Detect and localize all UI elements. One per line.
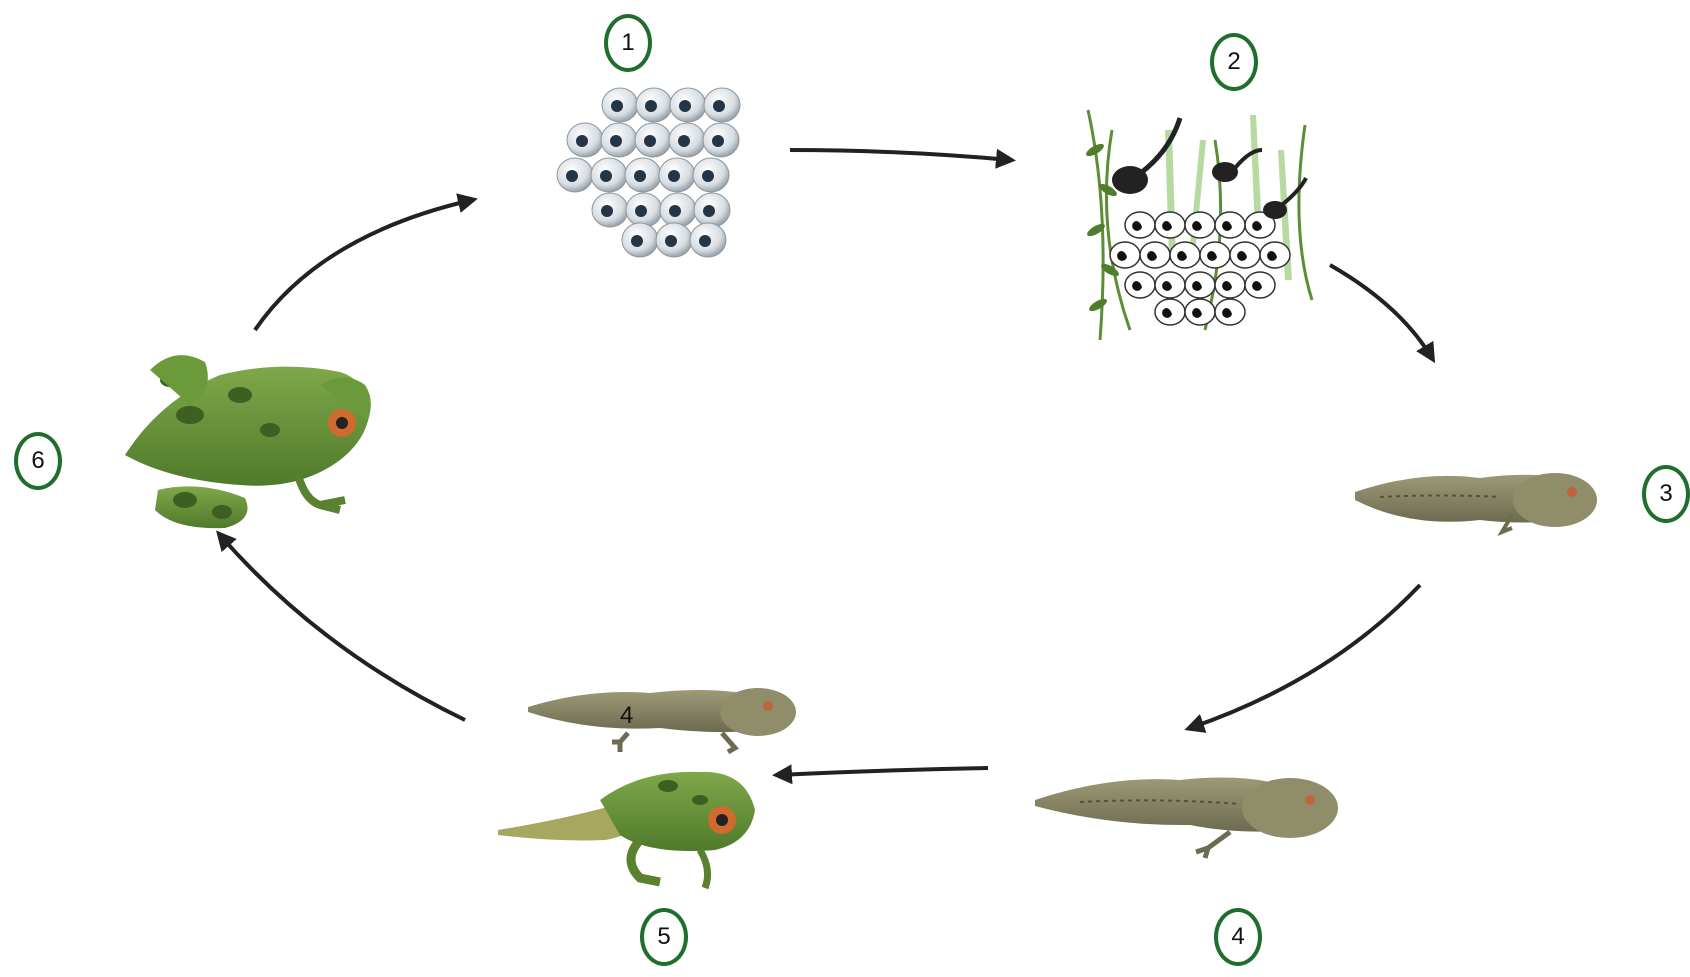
egg bbox=[670, 88, 706, 122]
tadpole-with-legs-illustration bbox=[1035, 778, 1338, 858]
spawn-egg bbox=[1185, 212, 1215, 238]
spawn-egg bbox=[1185, 299, 1215, 325]
hatching-tadpoles-illustration bbox=[1084, 110, 1312, 340]
arrow-5-to-6 bbox=[220, 535, 465, 720]
spawn-egg bbox=[1215, 212, 1245, 238]
spawn-egg bbox=[1110, 242, 1140, 268]
spawn-egg bbox=[1245, 272, 1275, 298]
stage-number-6: 6 bbox=[14, 432, 62, 490]
egg bbox=[601, 123, 637, 157]
spawn-egg bbox=[1215, 272, 1245, 298]
egg bbox=[567, 123, 603, 157]
egg bbox=[660, 193, 696, 227]
arrow-6-to-1 bbox=[255, 200, 472, 330]
spawn-egg bbox=[1125, 212, 1155, 238]
egg bbox=[694, 193, 730, 227]
egg bbox=[591, 158, 627, 192]
egg bbox=[656, 223, 692, 257]
stage-number-2: 2 bbox=[1210, 33, 1258, 91]
stage-number-3: 3 bbox=[1642, 465, 1690, 523]
froglet-illustration bbox=[498, 688, 796, 888]
egg bbox=[703, 123, 739, 157]
egg bbox=[690, 223, 726, 257]
stage-number-4: 4 bbox=[1214, 908, 1262, 966]
spawn-egg bbox=[1125, 272, 1155, 298]
egg bbox=[625, 158, 661, 192]
arrow-4-to-5 bbox=[778, 768, 988, 775]
spawn-egg bbox=[1155, 299, 1185, 325]
arrow-3-to-4 bbox=[1190, 585, 1420, 728]
egg bbox=[669, 123, 705, 157]
spawn-egg bbox=[1260, 242, 1290, 268]
egg bbox=[693, 158, 729, 192]
egg bbox=[602, 88, 638, 122]
egg bbox=[622, 223, 658, 257]
spawn-egg bbox=[1230, 242, 1260, 268]
egg bbox=[635, 123, 671, 157]
spawn-egg bbox=[1140, 242, 1170, 268]
arrow-1-to-2 bbox=[790, 150, 1010, 160]
spawn-egg bbox=[1155, 272, 1185, 298]
egg bbox=[704, 88, 740, 122]
egg-cluster-illustration bbox=[557, 88, 740, 257]
egg bbox=[636, 88, 672, 122]
egg bbox=[659, 158, 695, 192]
spawn-egg bbox=[1215, 299, 1245, 325]
arrow-2-to-3 bbox=[1330, 265, 1432, 358]
spawn-egg bbox=[1185, 272, 1215, 298]
adult-frog-illustration bbox=[125, 355, 371, 528]
spawn-egg bbox=[1155, 212, 1185, 238]
stage-number-5: 5 bbox=[640, 908, 688, 966]
stage-number-1: 1 bbox=[604, 14, 652, 72]
egg bbox=[557, 158, 593, 192]
spawn-egg bbox=[1200, 242, 1230, 268]
tadpole-illustration bbox=[1355, 473, 1597, 532]
egg bbox=[592, 193, 628, 227]
stage-5-inline-label: 4 bbox=[620, 702, 633, 730]
spawn-egg bbox=[1170, 242, 1200, 268]
egg bbox=[626, 193, 662, 227]
